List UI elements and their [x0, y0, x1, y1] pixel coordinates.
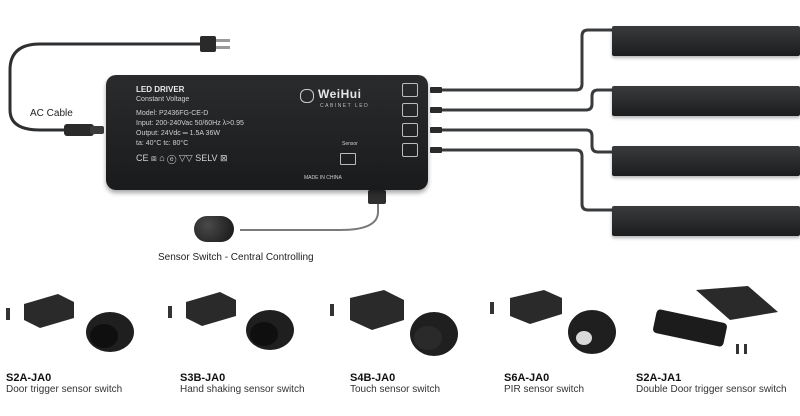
output-plug-4: [430, 147, 442, 153]
sensor-cable-connector: [368, 190, 386, 204]
wall-plug-body: [200, 36, 216, 52]
product-2-image: [168, 292, 294, 350]
ac-cable-plug-tip: [90, 126, 104, 134]
certification-marks: CE ⧈ ⌂ ⓔ ▽▽ SELV ⊠: [136, 153, 228, 163]
driver-subtitle: Constant Voltage: [136, 96, 190, 103]
product-images: [6, 286, 778, 356]
product-1-image: [6, 294, 134, 352]
product-2: S3B-JA0 Hand shaking sensor switch: [180, 372, 305, 395]
sensor-switch-label: Sensor Switch - Central Controlling: [158, 252, 314, 263]
ac-cable-label: AC Cable: [30, 108, 73, 119]
output-cable-3: [440, 128, 612, 154]
product-4: S6A-JA0 PIR sensor switch: [504, 372, 584, 395]
driver-model: Model: P2436FG-CE-D: [136, 110, 209, 117]
made-in-label: MADE IN CHINA: [304, 175, 342, 181]
product-1-code: S2A-JA0: [6, 372, 52, 384]
ac-cable-plug: [64, 124, 94, 136]
output-plug-2: [430, 107, 442, 113]
output-port-4: [402, 143, 418, 157]
brand-logo-icon: [300, 89, 314, 103]
driver-output: Output: 24Vdc ═ 1.5A 36W: [136, 130, 220, 137]
product-3-code: S4B-JA0: [350, 372, 396, 384]
product-4-code: S6A-JA0: [504, 372, 550, 384]
output-port-1: [402, 83, 418, 97]
output-cable-2: [440, 88, 612, 112]
led-strip-4: [612, 206, 800, 236]
sensor-port-label: Sensor: [342, 141, 358, 147]
product-3-image: [330, 290, 458, 356]
product-4-image: [490, 290, 616, 354]
product-2-name: Hand shaking sensor switch: [180, 384, 305, 395]
led-strip-3: [612, 146, 800, 176]
brand-name: WeiHui: [318, 87, 362, 101]
product-1-name: Door trigger sensor switch: [6, 384, 123, 395]
brand-sub: CABINET LED: [320, 103, 370, 109]
product-3-name: Touch sensor switch: [350, 384, 441, 395]
product-5: S2A-JA1 Double Door trigger sensor switc…: [636, 372, 787, 395]
output-plug-3: [430, 127, 442, 133]
driver-title: LED DRIVER: [136, 85, 185, 94]
product-5-name: Double Door trigger sensor switch: [636, 384, 787, 395]
output-port-3: [402, 123, 418, 137]
output-plug-1: [430, 87, 442, 93]
product-3: S4B-JA0 Touch sensor switch: [350, 372, 440, 395]
sensor-port: [340, 153, 356, 165]
wall-plug-pin-bottom: [216, 46, 230, 49]
output-cable-4: [440, 148, 612, 212]
led-strip-1: [612, 26, 800, 56]
output-cable-1: [440, 28, 612, 92]
output-port-2: [402, 103, 418, 117]
product-4-name: PIR sensor switch: [504, 384, 585, 395]
driver-temps: ta: 40°C tc: 80°C: [136, 140, 189, 147]
wall-plug-pin-top: [216, 39, 230, 42]
ac-cable-wire: [8, 42, 203, 132]
driver-input: Input: 200-240Vac 50/60Hz λ>0.95: [136, 120, 244, 127]
product-5-image: [653, 286, 778, 354]
sensor-switch-knob: [194, 216, 234, 242]
led-strip-2: [612, 86, 800, 116]
sensor-cable: [240, 190, 379, 231]
product-1: S2A-JA0 Door trigger sensor switch: [6, 372, 122, 395]
product-5-code: S2A-JA1: [636, 372, 682, 384]
product-2-code: S3B-JA0: [180, 372, 226, 384]
led-driver: LED DRIVER Constant Voltage Model: P2436…: [106, 75, 428, 190]
